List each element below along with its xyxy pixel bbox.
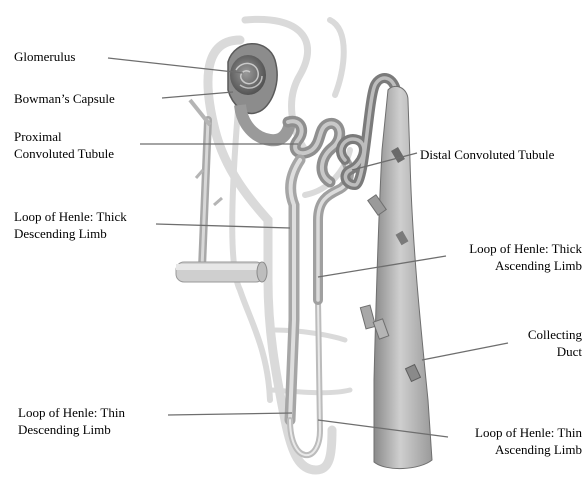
thin-descending-leader bbox=[168, 413, 292, 415]
bowmans-capsule-leader bbox=[162, 92, 233, 98]
thick-descending-label: Loop of Henle: Thick Descending Limb bbox=[14, 208, 127, 242]
glomerulus-leader bbox=[108, 58, 243, 73]
glomerulus-shape bbox=[230, 55, 266, 95]
proximal-tubule-label: Proximal Convoluted Tubule bbox=[14, 128, 114, 162]
collecting-duct-shape bbox=[360, 86, 432, 468]
collecting-line2: Duct bbox=[528, 343, 582, 360]
thin-descending-label: Loop of Henle: Thin Descending Limb bbox=[18, 404, 125, 438]
distal-tubule-label: Distal Convoluted Tubule bbox=[420, 146, 554, 163]
horizontal-vessel bbox=[176, 262, 267, 282]
thick-ascending-line1: Loop of Henle: Thick bbox=[469, 240, 582, 257]
bowmans-capsule-text: Bowman’s Capsule bbox=[14, 90, 115, 107]
collecting-line1: Collecting bbox=[528, 326, 582, 343]
proximal-line2: Convoluted Tubule bbox=[14, 145, 114, 162]
thin-ascending-line1: Loop of Henle: Thin bbox=[475, 424, 582, 441]
distal-text: Distal Convoluted Tubule bbox=[420, 146, 554, 163]
thin-descending-line2: Descending Limb bbox=[18, 421, 125, 438]
thin-ascending-line2: Ascending Limb bbox=[475, 441, 582, 458]
glomerulus-text: Glomerulus bbox=[14, 48, 75, 65]
glomerulus-label: Glomerulus bbox=[14, 48, 75, 65]
collecting-duct-label: Collecting Duct bbox=[528, 326, 582, 360]
thick-descending-line1: Loop of Henle: Thick bbox=[14, 208, 127, 225]
proximal-line1: Proximal bbox=[14, 128, 114, 145]
thick-descending-limb-shape bbox=[290, 160, 300, 420]
thin-descending-line1: Loop of Henle: Thin bbox=[18, 404, 125, 421]
thin-ascending-label: Loop of Henle: Thin Ascending Limb bbox=[475, 424, 582, 458]
collecting-duct-leader bbox=[422, 343, 508, 360]
bowmans-capsule-label: Bowman’s Capsule bbox=[14, 90, 115, 107]
thick-ascending-line2: Ascending Limb bbox=[469, 257, 582, 274]
leader-lines bbox=[108, 58, 508, 437]
thick-descending-line2: Descending Limb bbox=[14, 225, 127, 242]
thick-ascending-label: Loop of Henle: Thick Ascending Limb bbox=[469, 240, 582, 274]
